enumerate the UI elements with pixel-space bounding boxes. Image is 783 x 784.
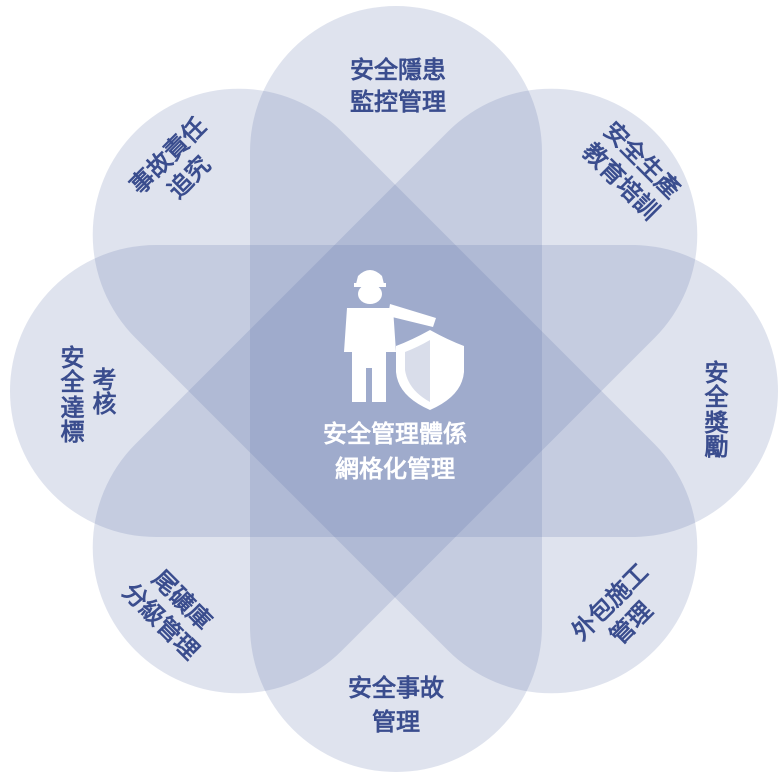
petal-label-bottom: 安全事故 管理 bbox=[348, 674, 445, 736]
center-title-line2: 網格化管理 bbox=[335, 455, 455, 483]
petal-right-line2: 獎勵 bbox=[700, 409, 729, 459]
petal-group bbox=[10, 6, 778, 772]
petal-left-col1: 安全 bbox=[56, 344, 85, 393]
petal-label-top: 安全隱患 監控管理 bbox=[350, 56, 446, 116]
petal-vertical bbox=[250, 6, 542, 772]
petal-diagonal-a bbox=[92, 88, 698, 694]
petal-label-left: 安全 達標 考核 bbox=[56, 344, 116, 443]
petal-bottom-line1: 安全事故 bbox=[348, 674, 445, 702]
petal-horizontal bbox=[10, 245, 778, 537]
petal-left-col2: 達標 bbox=[56, 395, 84, 443]
petal-top-line2: 監控管理 bbox=[350, 88, 446, 116]
worker-with-shield-icon bbox=[344, 270, 464, 410]
petal-bottom-line2: 管理 bbox=[372, 708, 420, 736]
petal-label-right: 安全 獎勵 bbox=[700, 359, 729, 459]
petal-left-col3: 考核 bbox=[88, 367, 116, 416]
petal-top-line1: 安全隱患 bbox=[350, 56, 446, 84]
center-title-line1: 安全管理體係 bbox=[323, 420, 467, 448]
petal-diagonal-b bbox=[92, 88, 698, 694]
petal-right-line1: 安全 bbox=[700, 359, 729, 408]
